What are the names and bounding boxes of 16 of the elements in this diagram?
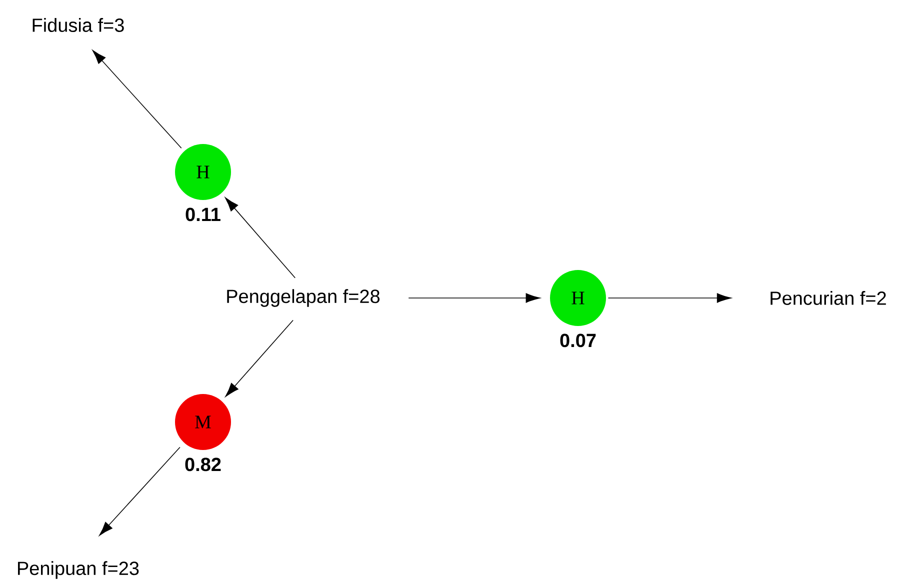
arrow [92,50,182,149]
arrow [99,446,180,536]
circle-node: H [175,144,231,200]
arrow [225,320,294,397]
probability-value: 0.07 [560,334,596,348]
node-label: Penipuan f=23 [18,561,139,579]
probability-value: 0.82 [185,458,221,472]
arrow [225,197,296,278]
arrow [608,293,732,303]
node-label: Fidusia f=3 [32,18,124,32]
probability-value: 0.11 [186,208,220,222]
circle-node: H [550,270,606,326]
arrow [408,293,540,303]
node-label: Penggelapan f=28 [227,289,380,307]
circle-node: M [175,394,231,450]
node-label: Pencurian f=2 [770,291,886,305]
